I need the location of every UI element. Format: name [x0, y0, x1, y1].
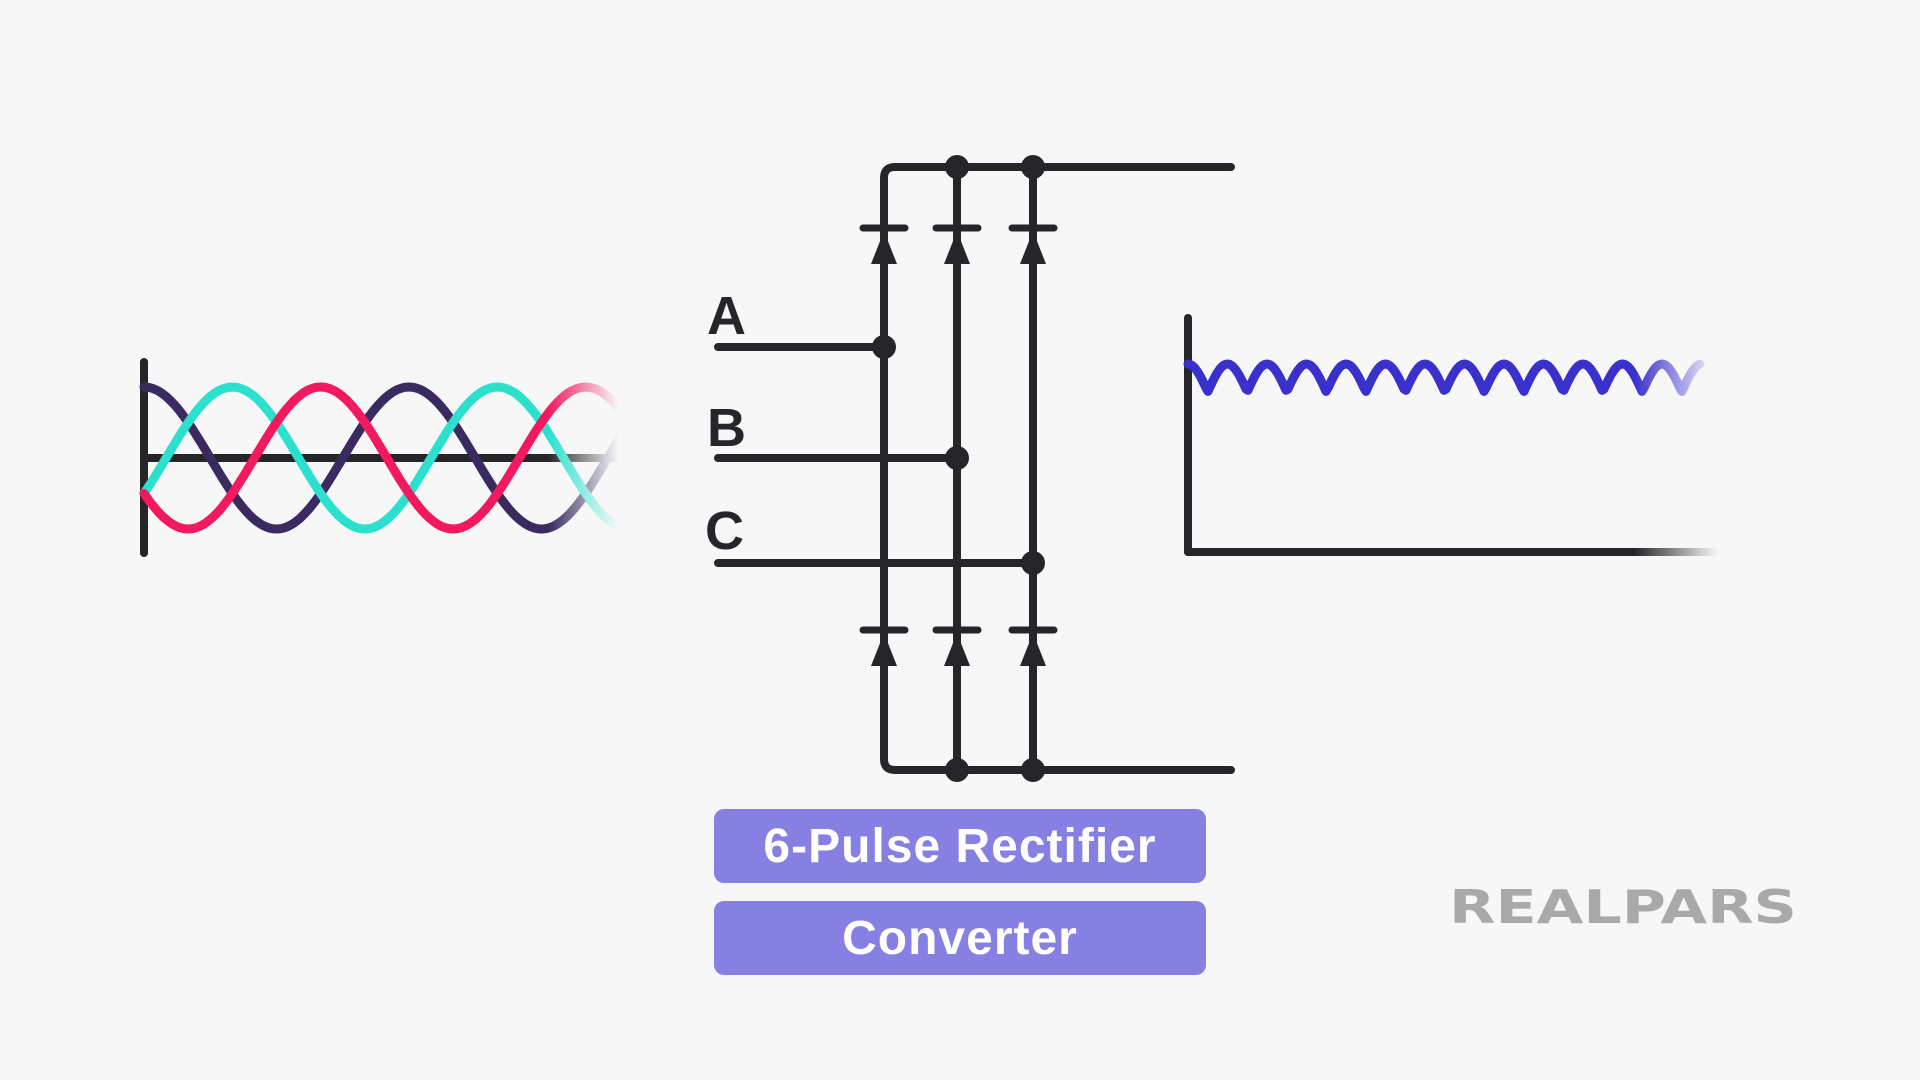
output-ripple-wave [1183, 359, 1705, 396]
junction-dot-0 [945, 155, 969, 179]
phase-c-label: C [705, 501, 744, 561]
rectifier-badge-text: 6-Pulse Rectifier [763, 819, 1157, 873]
junction-dot-5 [945, 446, 969, 470]
converter-badge: Converter [714, 901, 1206, 975]
rectifier-badge: 6-Pulse Rectifier [714, 809, 1206, 883]
diode-anode-triangle-r0-l0 [871, 231, 897, 264]
diode-anode-triangle-r1-l2 [1020, 633, 1046, 666]
junction-dot-3 [1021, 758, 1045, 782]
dc-bus-and-leg-1 [880, 163, 1235, 774]
converter-badge-text: Converter [842, 911, 1078, 965]
diode-anode-triangle-r1-l1 [944, 633, 970, 666]
junction-dot-6 [1021, 551, 1045, 575]
input-wave-phase-3 [139, 382, 632, 534]
phase-b-label: B [707, 398, 746, 458]
diode-anode-triangle-r1-l0 [871, 633, 897, 666]
junction-dot-1 [1021, 155, 1045, 179]
diode-anode-triangle-r0-l1 [944, 231, 970, 264]
realpars-logo: REALPARS [1449, 884, 1797, 932]
input-wave-phase-1 [139, 382, 632, 534]
input-wave-phase-2 [139, 382, 632, 534]
junction-dot-2 [945, 758, 969, 782]
junction-dot-4 [872, 335, 896, 359]
realpars-logo-text: REALPARS [1449, 884, 1797, 932]
diode-anode-triangle-r0-l2 [1020, 231, 1046, 264]
phase-a-label: A [707, 286, 746, 346]
